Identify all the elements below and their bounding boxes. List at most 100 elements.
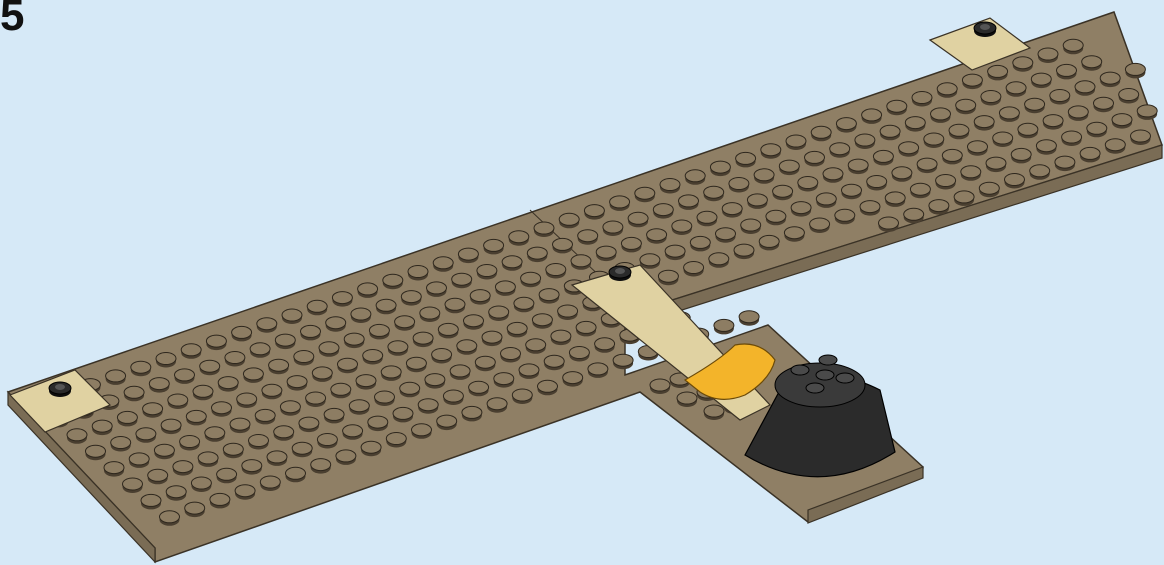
- stud: [1018, 123, 1038, 138]
- stud: [487, 398, 507, 413]
- stud-top: [168, 394, 188, 406]
- stud: [501, 348, 521, 363]
- stud-top: [317, 434, 337, 446]
- stud-top: [910, 183, 930, 195]
- stud: [860, 201, 880, 216]
- stud-top: [425, 374, 445, 386]
- stud: [470, 290, 490, 305]
- stud: [260, 476, 280, 491]
- stud-top: [685, 170, 705, 182]
- stud-top: [287, 376, 307, 388]
- stud-top: [206, 335, 226, 347]
- stud-top: [1119, 89, 1139, 101]
- stud: [514, 297, 534, 312]
- stud-top: [237, 393, 257, 405]
- stud-top: [154, 444, 174, 456]
- stud-top: [1031, 73, 1051, 85]
- stud: [205, 427, 225, 442]
- stud: [200, 360, 220, 375]
- stud-top: [217, 468, 237, 480]
- stud: [979, 182, 999, 197]
- stud-top: [376, 299, 396, 311]
- stud-top: [319, 342, 339, 354]
- stud-top: [558, 305, 578, 317]
- stud: [931, 108, 951, 123]
- stud: [425, 374, 445, 389]
- stud-top: [1100, 72, 1120, 84]
- stud-top: [437, 415, 457, 427]
- stud: [1075, 81, 1095, 96]
- stud: [910, 183, 930, 198]
- stud: [836, 118, 856, 133]
- stud-top: [532, 314, 552, 326]
- stud: [640, 254, 660, 269]
- stud: [684, 262, 704, 277]
- stud-top: [477, 265, 497, 277]
- stud: [576, 321, 596, 336]
- stud: [507, 322, 527, 337]
- stud: [534, 222, 554, 237]
- stud-top: [1112, 114, 1132, 126]
- stud-top: [412, 424, 432, 436]
- stud: [349, 400, 369, 415]
- stud: [400, 382, 420, 397]
- stud-top: [879, 217, 899, 229]
- stud: [301, 325, 321, 340]
- stud-top: [553, 238, 573, 250]
- stud: [161, 419, 181, 434]
- stud: [311, 459, 331, 474]
- stud-top: [400, 382, 420, 394]
- stud: [212, 402, 232, 417]
- stud: [287, 376, 307, 391]
- stud: [307, 300, 327, 315]
- stud: [413, 332, 433, 347]
- stud-top: [450, 365, 470, 377]
- stud: [464, 315, 484, 330]
- stud: [679, 195, 699, 210]
- stud: [917, 158, 937, 173]
- stud-top: [225, 352, 245, 364]
- stud: [949, 124, 969, 139]
- stud: [873, 150, 893, 165]
- stud-top: [1131, 130, 1151, 142]
- stud-top: [332, 292, 352, 304]
- stud: [690, 236, 710, 251]
- stud: [193, 385, 213, 400]
- stud-top: [123, 478, 143, 490]
- stud: [716, 228, 736, 243]
- stud-top: [596, 246, 616, 258]
- stud: [267, 451, 287, 466]
- stud: [332, 292, 352, 307]
- stud: [1043, 115, 1063, 130]
- stud: [1068, 106, 1088, 121]
- stud: [823, 168, 843, 183]
- stud-top: [1080, 147, 1100, 159]
- stud-top: [981, 91, 1001, 103]
- stud-top: [949, 124, 969, 136]
- stud-top: [690, 236, 710, 248]
- stud: [912, 92, 932, 107]
- stud: [191, 477, 211, 492]
- stud: [319, 342, 339, 357]
- stud: [282, 309, 302, 324]
- stud-top: [546, 264, 566, 276]
- stud: [936, 175, 956, 190]
- stud: [218, 377, 238, 392]
- stud-top: [326, 317, 346, 329]
- stud: [225, 352, 245, 367]
- stud: [905, 117, 925, 132]
- stud: [175, 369, 195, 384]
- stud-top: [413, 332, 433, 344]
- stud-top: [734, 244, 754, 256]
- stud-top: [494, 373, 514, 385]
- stud: [494, 373, 514, 388]
- stud-top: [349, 400, 369, 412]
- stud-top: [356, 375, 376, 387]
- stud-top: [855, 134, 875, 146]
- stud-top: [747, 194, 767, 206]
- tile-stud-hole: [55, 384, 65, 390]
- stud: [401, 291, 421, 306]
- stud-top: [106, 370, 126, 382]
- stud: [603, 221, 623, 236]
- stud: [810, 218, 830, 233]
